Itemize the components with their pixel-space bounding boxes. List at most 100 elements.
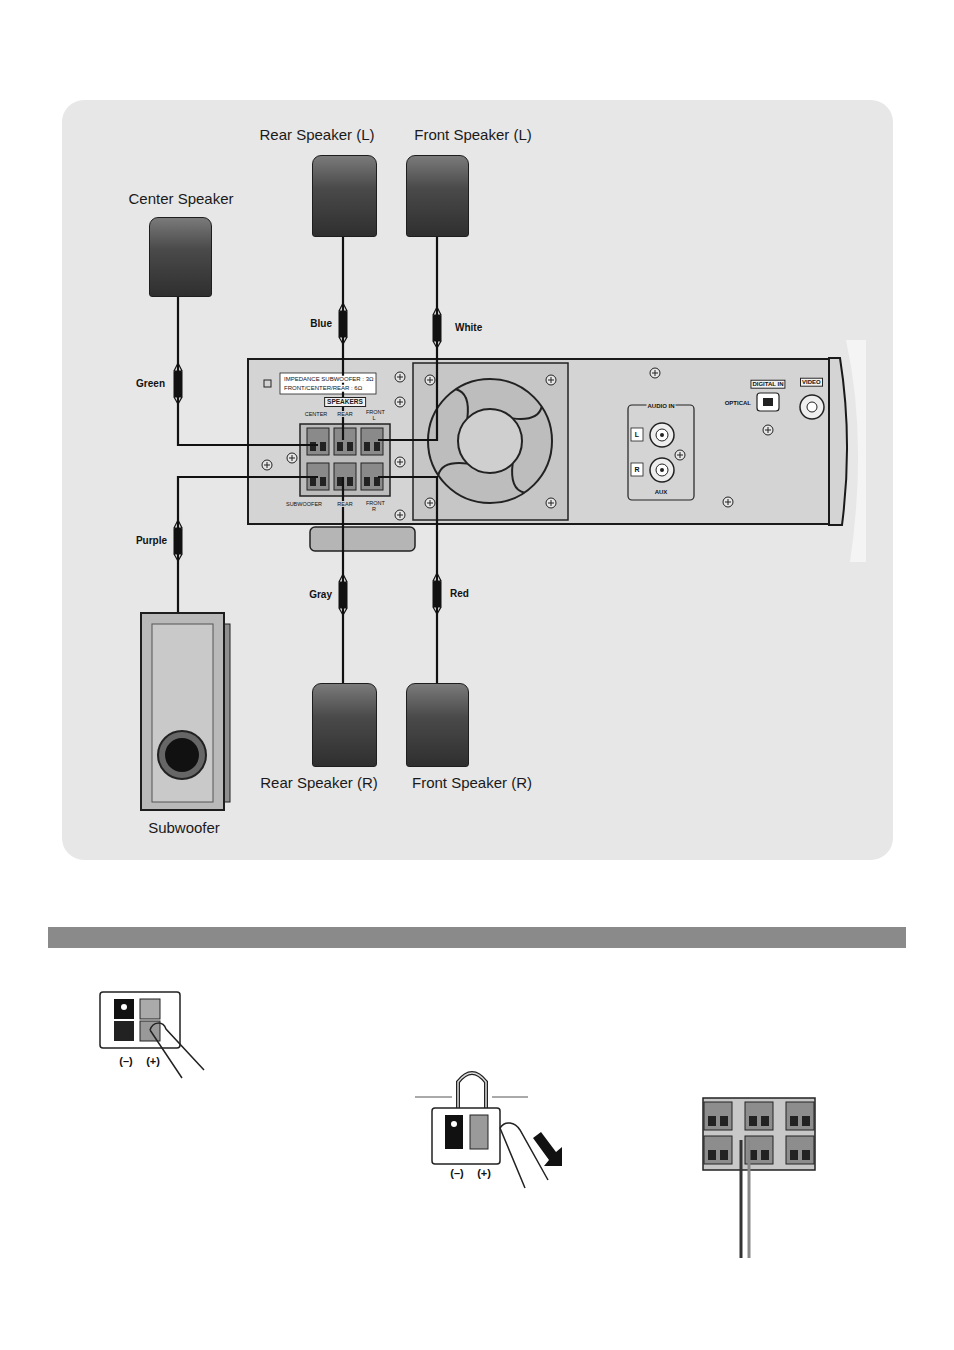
- plug-tip: [433, 341, 441, 348]
- speaker-node: Front Speaker (R): [406, 683, 532, 792]
- subwoofer-node: Subwoofer: [140, 612, 232, 837]
- screw: [723, 497, 733, 507]
- channel-tag: [631, 428, 643, 441]
- rca-jack: [650, 458, 674, 482]
- plug-body: [174, 371, 183, 397]
- cabinet-baffle: [152, 624, 213, 802]
- terminal-slot: [374, 442, 380, 451]
- plug-tip: [339, 608, 347, 615]
- audio-in-frame: [628, 405, 694, 500]
- screw: [425, 498, 435, 508]
- speaker-node: Front Speaker (L): [406, 126, 532, 237]
- screw: [650, 368, 660, 378]
- terminal-lever-minus: [114, 1021, 134, 1041]
- terminal-cell: [745, 1102, 773, 1130]
- polarity-mark: (–): [118, 1055, 133, 1067]
- screw-slot: [725, 499, 731, 505]
- terminal-slot: [761, 1150, 769, 1160]
- cable-plug: [433, 307, 442, 348]
- speaker-terminal: [307, 428, 329, 455]
- panel-marking: SUBWOOFER: [285, 501, 323, 507]
- woofer-ring: [158, 731, 206, 779]
- speaker-cabinet: [312, 155, 377, 237]
- panel-marking: OPTICAL: [724, 400, 752, 407]
- optical-port: [757, 393, 779, 411]
- plug-tip: [174, 520, 182, 528]
- channel-tag: [631, 463, 643, 476]
- plug-body: [339, 582, 348, 608]
- background-panel: [62, 100, 893, 860]
- fan-blade: [513, 407, 542, 419]
- screw-slot: [652, 370, 658, 376]
- speaker-label: Rear Speaker (L): [259, 126, 374, 144]
- speaker-cable: [178, 477, 247, 612]
- wire-color-label: White: [455, 322, 482, 333]
- screw: [425, 375, 435, 385]
- screw-slot: [427, 377, 433, 383]
- terminal-slot: [708, 1150, 716, 1160]
- wire-color-label: Blue: [310, 318, 332, 329]
- screw: [675, 450, 685, 460]
- panel-marking: CENTER: [304, 411, 329, 417]
- terminal-slot: [749, 1116, 757, 1126]
- terminal-slot: [364, 442, 370, 451]
- plug-tip: [339, 574, 347, 582]
- rca-jack-pin: [660, 468, 664, 472]
- terminal-slot: [708, 1116, 716, 1126]
- screw: [395, 510, 405, 520]
- optical-port-core: [763, 398, 773, 406]
- plug-tip: [433, 307, 441, 315]
- speaker-wire: [740, 1140, 743, 1258]
- cabinet-front: [141, 613, 224, 810]
- plug-tip: [174, 363, 182, 371]
- screw-slot: [765, 427, 771, 433]
- plug-tip: [433, 607, 441, 614]
- speaker-cabinet: [149, 217, 212, 297]
- speaker-label: Subwoofer: [148, 819, 220, 837]
- release-arrow: [533, 1132, 562, 1166]
- panel-marking: AUX: [654, 489, 669, 496]
- plug-tip: [339, 303, 347, 311]
- fan-hub: [458, 409, 522, 473]
- rca-jack-ring: [656, 464, 668, 476]
- terminal-housing: [100, 992, 180, 1048]
- panel-heading: SPEAKERS: [324, 397, 366, 407]
- panel-marking: R: [633, 466, 640, 474]
- panel-marking: REAR: [336, 411, 353, 417]
- rca-jack: [650, 423, 674, 447]
- polarity-mark: (+): [145, 1055, 161, 1067]
- terminal-minus: [445, 1115, 463, 1149]
- speaker-node: Rear Speaker (R): [260, 683, 378, 792]
- fan-grill: [428, 379, 552, 503]
- video-jack: [800, 395, 824, 419]
- terminal-slot: [802, 1116, 810, 1126]
- panel-marking: IMPEDANCE SUBWOOFER : 3Ω: [283, 376, 375, 383]
- panel-marking: FRONT L: [365, 409, 383, 421]
- speaker-label: Center Speaker: [128, 190, 233, 208]
- screw-slot: [397, 374, 403, 380]
- section-bar: [48, 927, 906, 948]
- screw-slot: [397, 512, 403, 518]
- woofer-cone: [165, 738, 199, 772]
- speaker-cabinet: [406, 155, 469, 237]
- guide-line: [415, 1097, 452, 1098]
- terminal-slot: [337, 442, 343, 451]
- screw-slot: [427, 500, 433, 506]
- impedance-plate: [280, 373, 376, 394]
- cutaway: [846, 340, 866, 562]
- guide-line: [492, 1097, 528, 1098]
- screw: [262, 460, 272, 470]
- cable-plug: [174, 520, 183, 561]
- wire-color-label: Red: [450, 588, 469, 599]
- screw-slot: [289, 455, 295, 461]
- terminal-hole: [121, 1004, 127, 1010]
- panel-marking: FRONT R: [365, 500, 383, 512]
- panel-marking: FRONT/CENTER/REAR : 6Ω: [283, 385, 363, 392]
- panel-marking: DIGITAL IN: [750, 380, 785, 389]
- polarity-mark: (–): [449, 1167, 464, 1179]
- panel-marking: L: [634, 431, 640, 439]
- speaker-cabinet: [406, 683, 469, 767]
- screw: [395, 397, 405, 407]
- speaker-label: Front Speaker (L): [414, 126, 532, 144]
